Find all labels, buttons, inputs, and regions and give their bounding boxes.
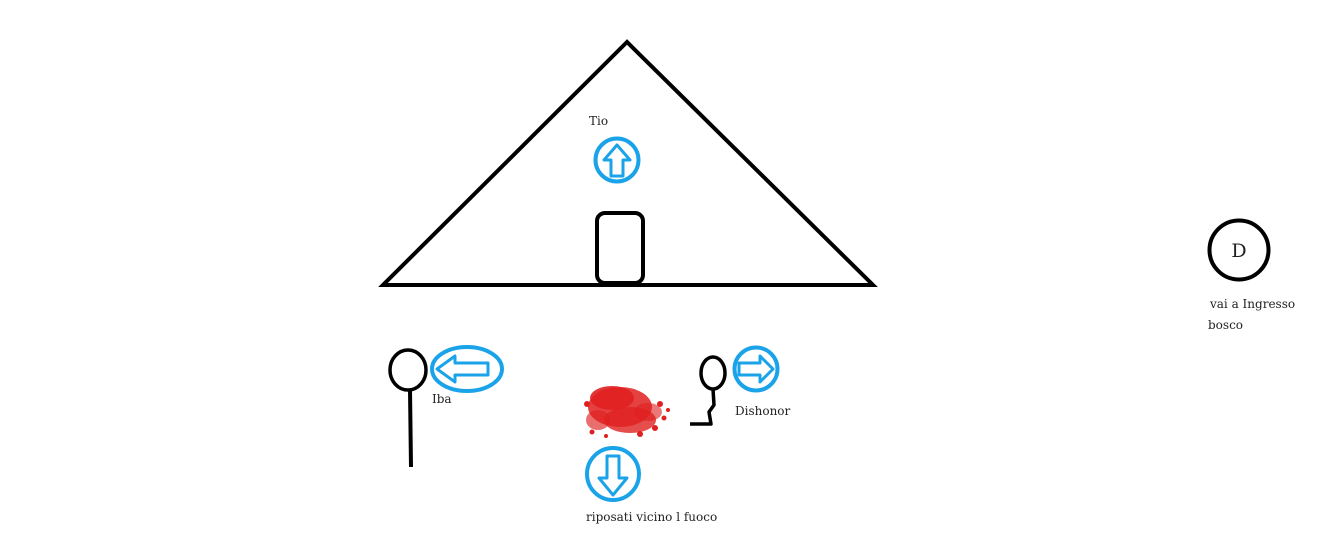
label-rest-by-fire: riposati vicino l fuoco	[586, 510, 718, 524]
arrow-up-icon[interactable]	[593, 136, 641, 184]
npc-iba-figure[interactable]	[388, 348, 428, 468]
npc-dishonor-figure[interactable]	[690, 355, 727, 426]
label-exit-line1: vai a Ingresso	[1210, 297, 1296, 311]
arrow-left-icon[interactable]	[430, 345, 504, 393]
label-dishonor: Dishonor	[735, 404, 791, 418]
label-tio: Tio	[589, 114, 609, 128]
arrow-right-icon[interactable]	[732, 345, 780, 393]
label-exit-line2: bosco	[1208, 318, 1244, 332]
exit-circle-icon[interactable]: D	[1207, 218, 1271, 282]
exit-letter: D	[1231, 240, 1246, 262]
arrow-down-icon[interactable]	[585, 446, 641, 502]
tent-door[interactable]	[595, 211, 645, 285]
label-iba: Iba	[432, 392, 452, 406]
campfire[interactable]	[584, 386, 670, 438]
